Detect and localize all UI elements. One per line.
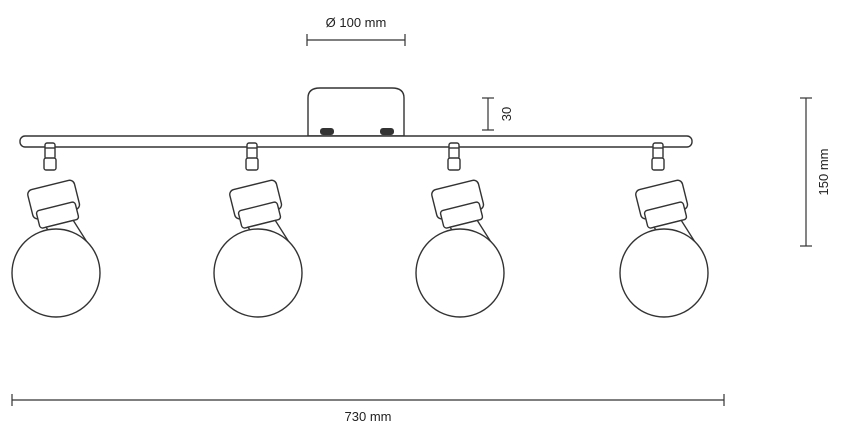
- spot-2: [213, 142, 303, 318]
- total-height-label: 150 mm: [816, 149, 831, 196]
- mounting-bar: [19, 135, 693, 148]
- canopy-height-dimension: 30: [482, 97, 514, 131]
- canopy-screw-left: [320, 128, 334, 135]
- spot-4: [619, 142, 709, 318]
- spot-3: [415, 142, 505, 318]
- spot-1: [11, 142, 101, 318]
- ceiling-canopy: [307, 87, 405, 137]
- canopy-body: [307, 87, 405, 137]
- total-height-dimension: 150 mm: [800, 97, 831, 247]
- canopy-diameter-label: Ø 100 mm: [326, 15, 387, 30]
- canopy-screw-right: [380, 128, 394, 135]
- canopy-height-label: 30: [499, 107, 514, 121]
- total-width-dimension: 730 mm: [11, 394, 725, 424]
- total-width-label: 730 mm: [345, 409, 392, 424]
- canopy-diameter-dimension: Ø 100 mm: [306, 15, 406, 46]
